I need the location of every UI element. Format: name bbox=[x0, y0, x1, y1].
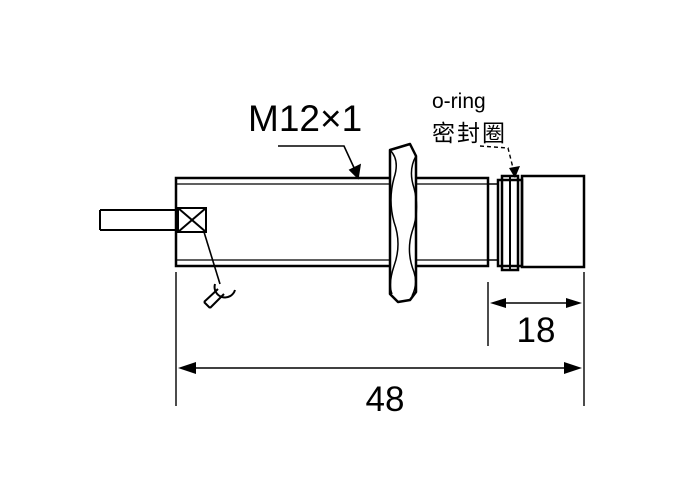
thread-leader bbox=[278, 145, 362, 180]
dimension-18-label: 18 bbox=[517, 311, 556, 350]
oring-label-en: o-ring bbox=[432, 90, 486, 113]
wrench-icon bbox=[203, 283, 236, 309]
dimension-line-18 bbox=[490, 298, 582, 308]
oring-label-cn: 密封圈 bbox=[432, 120, 507, 146]
dimension-line-48 bbox=[178, 362, 582, 374]
cable bbox=[99, 209, 176, 231]
sensing-face bbox=[520, 174, 586, 269]
hex-nut bbox=[388, 142, 418, 304]
dimension-48-label: 48 bbox=[366, 380, 405, 419]
o-ring bbox=[488, 174, 524, 272]
oring-leader bbox=[479, 145, 520, 178]
adjust-leader-line bbox=[203, 231, 221, 285]
threaded-body bbox=[174, 176, 490, 268]
thread-label: M12×1 bbox=[248, 98, 362, 139]
x-box-icon bbox=[177, 207, 207, 233]
extension-lines bbox=[175, 272, 585, 406]
